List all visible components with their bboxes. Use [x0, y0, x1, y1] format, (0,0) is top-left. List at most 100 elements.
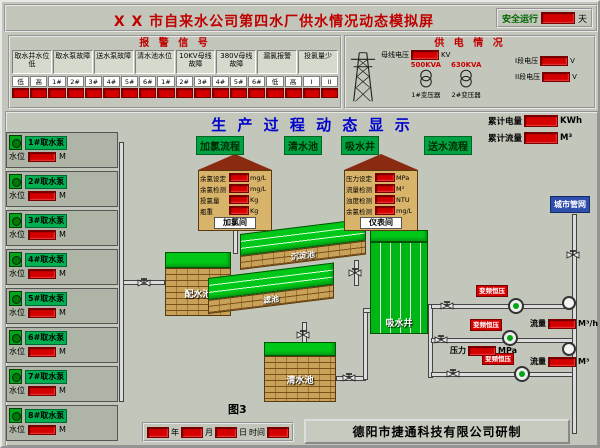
delivery-pump-icon[interactable] [502, 330, 518, 346]
transformer-icon [460, 69, 472, 88]
flow-label-clear-water: 清水池 [284, 136, 322, 155]
outlet-pressure-unit: MPa [498, 346, 518, 355]
alarm-indicator-label: 5# [121, 76, 139, 87]
alarm-indicator: 2# [66, 76, 84, 100]
pressure-setpoint-label: 压力设定 [346, 174, 372, 183]
turbidity-label: 浊度检测 [346, 196, 372, 205]
delivery-pump-icon[interactable] [514, 366, 530, 382]
alarm-indicator: 4# [211, 76, 230, 100]
alarm-indicator-label: 3# [193, 76, 211, 87]
pump-icon[interactable] [9, 369, 22, 384]
house-roof [198, 154, 272, 170]
alarm-indicator-led [66, 88, 84, 98]
valve-icon[interactable] [440, 299, 454, 313]
flow-meter-icon [562, 342, 576, 356]
valve-icon[interactable] [137, 276, 151, 290]
pump-icon[interactable] [9, 252, 22, 267]
valve-icon[interactable] [348, 266, 362, 280]
instrument-room-name: 仪表间 [360, 217, 402, 229]
alarm-indicator-led [121, 88, 139, 98]
alarm-indicator-label: 高 [30, 76, 48, 87]
alarm-indicator-label: 2# [175, 76, 193, 87]
intake-pump-panel: 6#取水泵 水位 M [6, 327, 118, 363]
alarm-header-label: 投氯量少 [298, 50, 338, 74]
water-level-label: 水位 [9, 152, 25, 161]
tank-front: 清水池 [264, 356, 336, 402]
outlet-total-flow-display [548, 356, 576, 367]
process-title: 生 产 过 程 动 态 显 示 [211, 116, 413, 134]
residual-chlorine-unit: mg/L [396, 206, 412, 215]
outlet-flow-unit: M³/h [578, 319, 599, 328]
vfd-tag: 变频恒压 [470, 319, 502, 331]
alarm-indicator: 2# [175, 76, 193, 100]
city-network-label: 城市管网 [550, 196, 590, 213]
valve-icon[interactable] [434, 333, 448, 347]
pump-icon[interactable] [9, 135, 22, 150]
alarm-header-label: 取水井水位低 [12, 50, 52, 74]
alarm-indicator: 高 [284, 76, 302, 100]
delivery-pump-icon[interactable] [508, 298, 524, 314]
day-label: 日 [239, 427, 247, 437]
tank-label: 清水池 [286, 376, 314, 386]
water-level-display [28, 424, 56, 435]
section2-voltage-display [542, 72, 571, 82]
alarm-indicator-led [84, 88, 102, 98]
pump-icon[interactable] [9, 408, 22, 423]
chlorine-setpoint-unit: mg/L [250, 173, 266, 182]
water-level-display [28, 229, 56, 240]
chlorination-room-name: 加氯间 [214, 217, 256, 229]
chlorine-setpoint-display [229, 173, 249, 182]
alarm-header-label: 10KV母线故障 [175, 50, 216, 74]
alarm-indicator: 5# [230, 76, 248, 100]
alarm-indicator-label: 4# [211, 76, 230, 87]
chlorine-dose-unit: Kg [250, 195, 259, 204]
flow-measure-unit: M³ [396, 184, 405, 193]
alarm-panel-title: 报 警 信 号 [139, 38, 211, 49]
intake-pump-panel: 1#取水泵 水位 M [6, 132, 118, 168]
pipe [363, 308, 368, 380]
alarm-indicator: 6# [248, 76, 266, 100]
pipe [119, 142, 124, 402]
total-flow-display [524, 132, 559, 144]
water-level-label: 水位 [9, 191, 25, 200]
water-level-label: 水位 [9, 425, 25, 434]
section1-voltage-display [540, 56, 569, 66]
flow-measure-display [375, 184, 395, 193]
transformer-1-kva: 500KVA [410, 61, 441, 69]
alarm-indicator-label: 5# [230, 76, 248, 87]
pump-icon[interactable] [9, 291, 22, 306]
power-panel-title: 供 电 情 况 [434, 38, 506, 49]
alarm-indicator-led [302, 88, 320, 98]
outlet-pressure-row: 压力 MPa [450, 345, 517, 356]
water-level-display [28, 190, 56, 201]
pump-icon[interactable] [9, 174, 22, 189]
alarm-indicator: 5# [121, 76, 139, 100]
outlet-pressure-label: 压力 [450, 346, 466, 355]
pipe [233, 230, 238, 254]
section1-voltage-unit: V [570, 57, 575, 65]
chlorine-measure-label: 余氯检测 [200, 185, 226, 194]
instrument-room: 压力设定 MPa 流量检测 M³ 浊度检测 NTU 余氯检测 mg/L 仪表间 [344, 154, 418, 231]
water-level-display [28, 385, 56, 396]
alarm-indicator-led [284, 88, 302, 98]
pressure-setpoint-unit: MPa [396, 173, 410, 182]
alarm-header-label: 送水泵故障 [93, 50, 134, 74]
pump-name-label: 5#取水泵 [25, 291, 68, 306]
valve-icon[interactable] [342, 371, 356, 385]
total-energy-label: 累计电量 [488, 117, 523, 127]
water-level-unit: M [59, 308, 66, 317]
tank-label: 吸水井 [385, 319, 413, 329]
house-roof [344, 154, 418, 170]
total-energy-display [524, 115, 559, 127]
valve-icon[interactable] [446, 367, 460, 381]
pump-name-label: 6#取水泵 [25, 330, 68, 345]
bus-voltage-display [411, 50, 439, 60]
intake-pump-column: 1#取水泵 水位 M 2#取水泵 水位 M [6, 132, 118, 441]
valve-icon[interactable] [296, 328, 310, 342]
transformer-2-name: 2#变压器 [451, 91, 481, 99]
pump-icon[interactable] [9, 330, 22, 345]
valve-icon[interactable] [566, 248, 580, 262]
flow-measure-label: 流量检测 [346, 185, 372, 194]
pump-icon[interactable] [9, 213, 22, 228]
water-level-display [28, 346, 56, 357]
